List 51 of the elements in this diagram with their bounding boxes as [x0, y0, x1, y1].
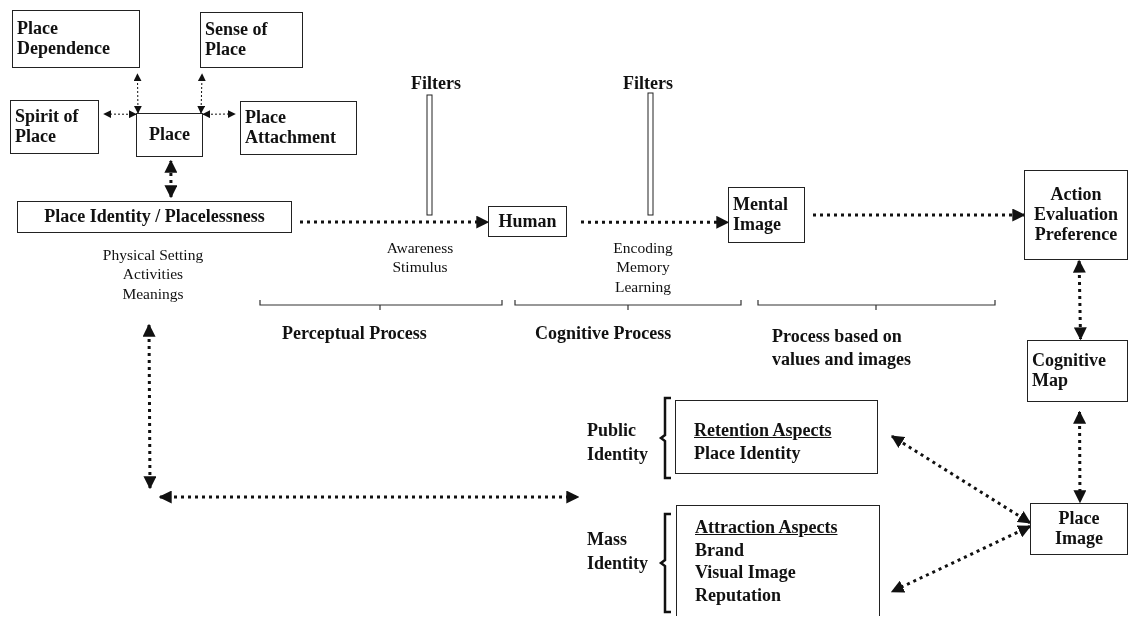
box-text: Place Dependence [17, 19, 111, 59]
box-text: Mental Image [733, 195, 789, 235]
box-text: Human [498, 211, 557, 232]
identity-label: Mass Identity [587, 528, 649, 576]
concept-box [728, 187, 805, 243]
attribute-list: Physical Setting Activities Meanings [98, 245, 208, 304]
box-text: Place Image [1054, 509, 1104, 549]
process-label: Process based on values and images [772, 325, 913, 372]
dotted-arrow [1072, 259, 1087, 341]
concept-box [136, 113, 203, 157]
concept-box [10, 100, 99, 154]
dotted-arrow [202, 110, 236, 119]
box-text: Cognitive Map [1032, 351, 1107, 391]
box-text: Sense of Place [205, 20, 269, 60]
dotted-arrow [103, 110, 137, 119]
concept-box [1024, 170, 1128, 260]
dotted-arrow [142, 323, 157, 490]
box-text: Brand [695, 538, 745, 561]
concept-box [1030, 503, 1128, 555]
box-text: Place Attachment [245, 108, 337, 148]
dotted-arrow [300, 215, 490, 229]
concept-box [12, 10, 140, 68]
box-text: Spirit of Place [15, 107, 80, 147]
dotted-arrow [890, 525, 1032, 593]
box-heading: Attraction Aspects [695, 516, 838, 539]
dotted-arrow [581, 215, 730, 229]
concept-box [675, 400, 878, 474]
dotted-arrow [890, 435, 1032, 525]
box-text: Reputation [695, 583, 781, 606]
concept-box [1027, 340, 1128, 402]
box-heading: Retention Aspects [694, 419, 832, 442]
dotted-arrow [197, 73, 206, 114]
dotted-arrow [813, 208, 1026, 222]
concept-box [200, 12, 303, 68]
box-text: Action Evaluation Preference [1033, 185, 1119, 245]
dotted-arrow [1073, 410, 1087, 504]
dotted-arrow [133, 73, 142, 114]
concept-box [676, 505, 880, 616]
dotted-arrow [164, 159, 178, 199]
box-text: Place [149, 125, 190, 145]
concept-box [488, 206, 567, 237]
filter-label: Filters [623, 72, 674, 95]
box-text: Visual Image [695, 561, 796, 584]
process-label: Perceptual Process [282, 322, 428, 345]
filter-label: Filters [411, 72, 462, 95]
box-text: Place Identity [694, 441, 801, 464]
identity-label: Public Identity [587, 419, 649, 467]
concept-box [240, 101, 357, 155]
concept-box [17, 201, 292, 233]
box-text: Place Identity / Placelessness [44, 207, 265, 227]
process-label: Cognitive Process [535, 322, 673, 345]
